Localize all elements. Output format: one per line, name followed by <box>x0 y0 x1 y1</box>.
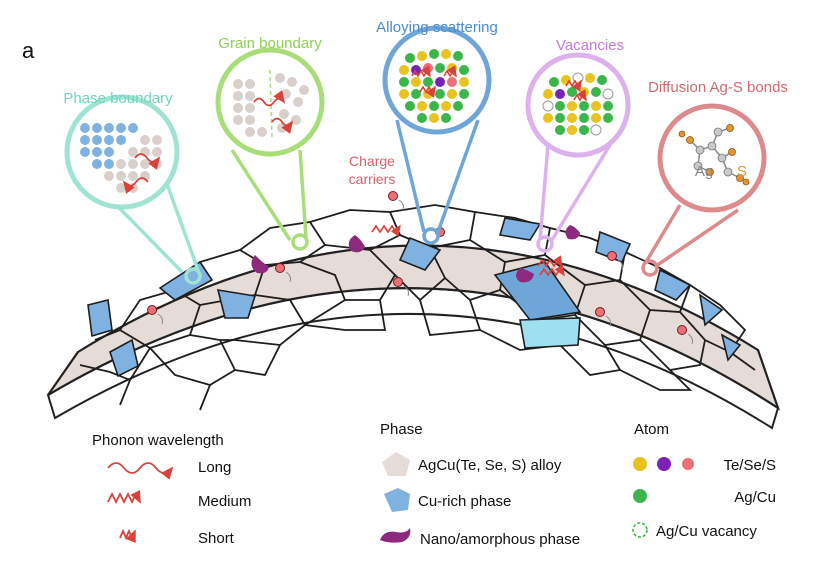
legend-atom: Atom Te/Se/S Ag/Cu Ag/Cu vacancy <box>632 421 776 540</box>
atom-s-label: S <box>737 163 747 180</box>
vacancy-atom-icon <box>632 522 648 538</box>
charge-carriers <box>147 191 693 345</box>
alloy-icon <box>382 452 410 476</box>
legend-phonon: Phonon wavelength Long Medium Short <box>92 432 251 547</box>
slab-phonons <box>371 224 565 277</box>
nano-phase-blobs <box>251 225 580 283</box>
legend-atom-vacancy: Ag/Cu vacancy <box>656 523 757 540</box>
legend-phase: Phase AgCu(Te, Se, S) alloy Cu-rich phas… <box>380 421 580 548</box>
grain-boundaries <box>79 204 756 411</box>
callout-diffusion: Ag S Diffusion Ag-S bonds <box>641 79 788 277</box>
callout-phase-boundary: Phase boundary <box>63 90 202 285</box>
diffusion-label: Diffusion Ag-S bonds <box>648 79 788 96</box>
callout-vacancies: Vacancies <box>525 37 631 253</box>
legend-phase-nano: Nano/amorphous phase <box>420 531 580 548</box>
legend-phonon-long: Long <box>198 459 231 476</box>
material-slab <box>46 191 781 430</box>
legend-phase-cu-rich: Cu-rich phase <box>418 493 511 510</box>
callout-alloying-scattering: Alloying scattering <box>376 19 498 245</box>
legend-phase-title: Phase <box>380 421 423 438</box>
alloy-atoms <box>399 49 469 123</box>
medium-wave-icon <box>107 489 141 505</box>
legend-phonon-title: Phonon wavelength <box>92 432 224 449</box>
nano-phase-icon <box>380 528 411 543</box>
legend-phonon-medium: Medium <box>198 493 251 510</box>
yellow-atom-icon <box>633 457 647 471</box>
legend-atom-title: Atom <box>634 421 669 438</box>
alloying-scattering-label: Alloying scattering <box>376 19 498 36</box>
charge-carriers-label-1: Charge <box>349 153 395 169</box>
panel-label: a <box>22 38 35 63</box>
grain-boundary-label: Grain boundary <box>218 35 322 52</box>
legend-atom-te-se-s: Te/Se/S <box>723 457 776 474</box>
legend-phase-alloy: AgCu(Te, Se, S) alloy <box>418 457 562 474</box>
vacancies-label: Vacancies <box>556 37 624 54</box>
cu-rich-icon <box>384 488 410 512</box>
short-wave-icon <box>119 528 136 544</box>
legend-atom-ag-cu: Ag/Cu <box>734 489 776 506</box>
green-atom-icon <box>633 489 647 503</box>
legend-phonon-short: Short <box>198 530 235 547</box>
long-wave-icon <box>107 462 174 480</box>
atom-ag-label: Ag <box>695 163 713 180</box>
slab-top <box>47 244 781 411</box>
phase-boundary-label: Phase boundary <box>63 90 173 107</box>
charge-carriers-label-2: carriers <box>349 171 396 187</box>
purple-atom-icon <box>657 457 671 471</box>
pink-atom-icon <box>682 458 694 470</box>
callout-grain-boundary: Grain boundary <box>215 35 325 251</box>
